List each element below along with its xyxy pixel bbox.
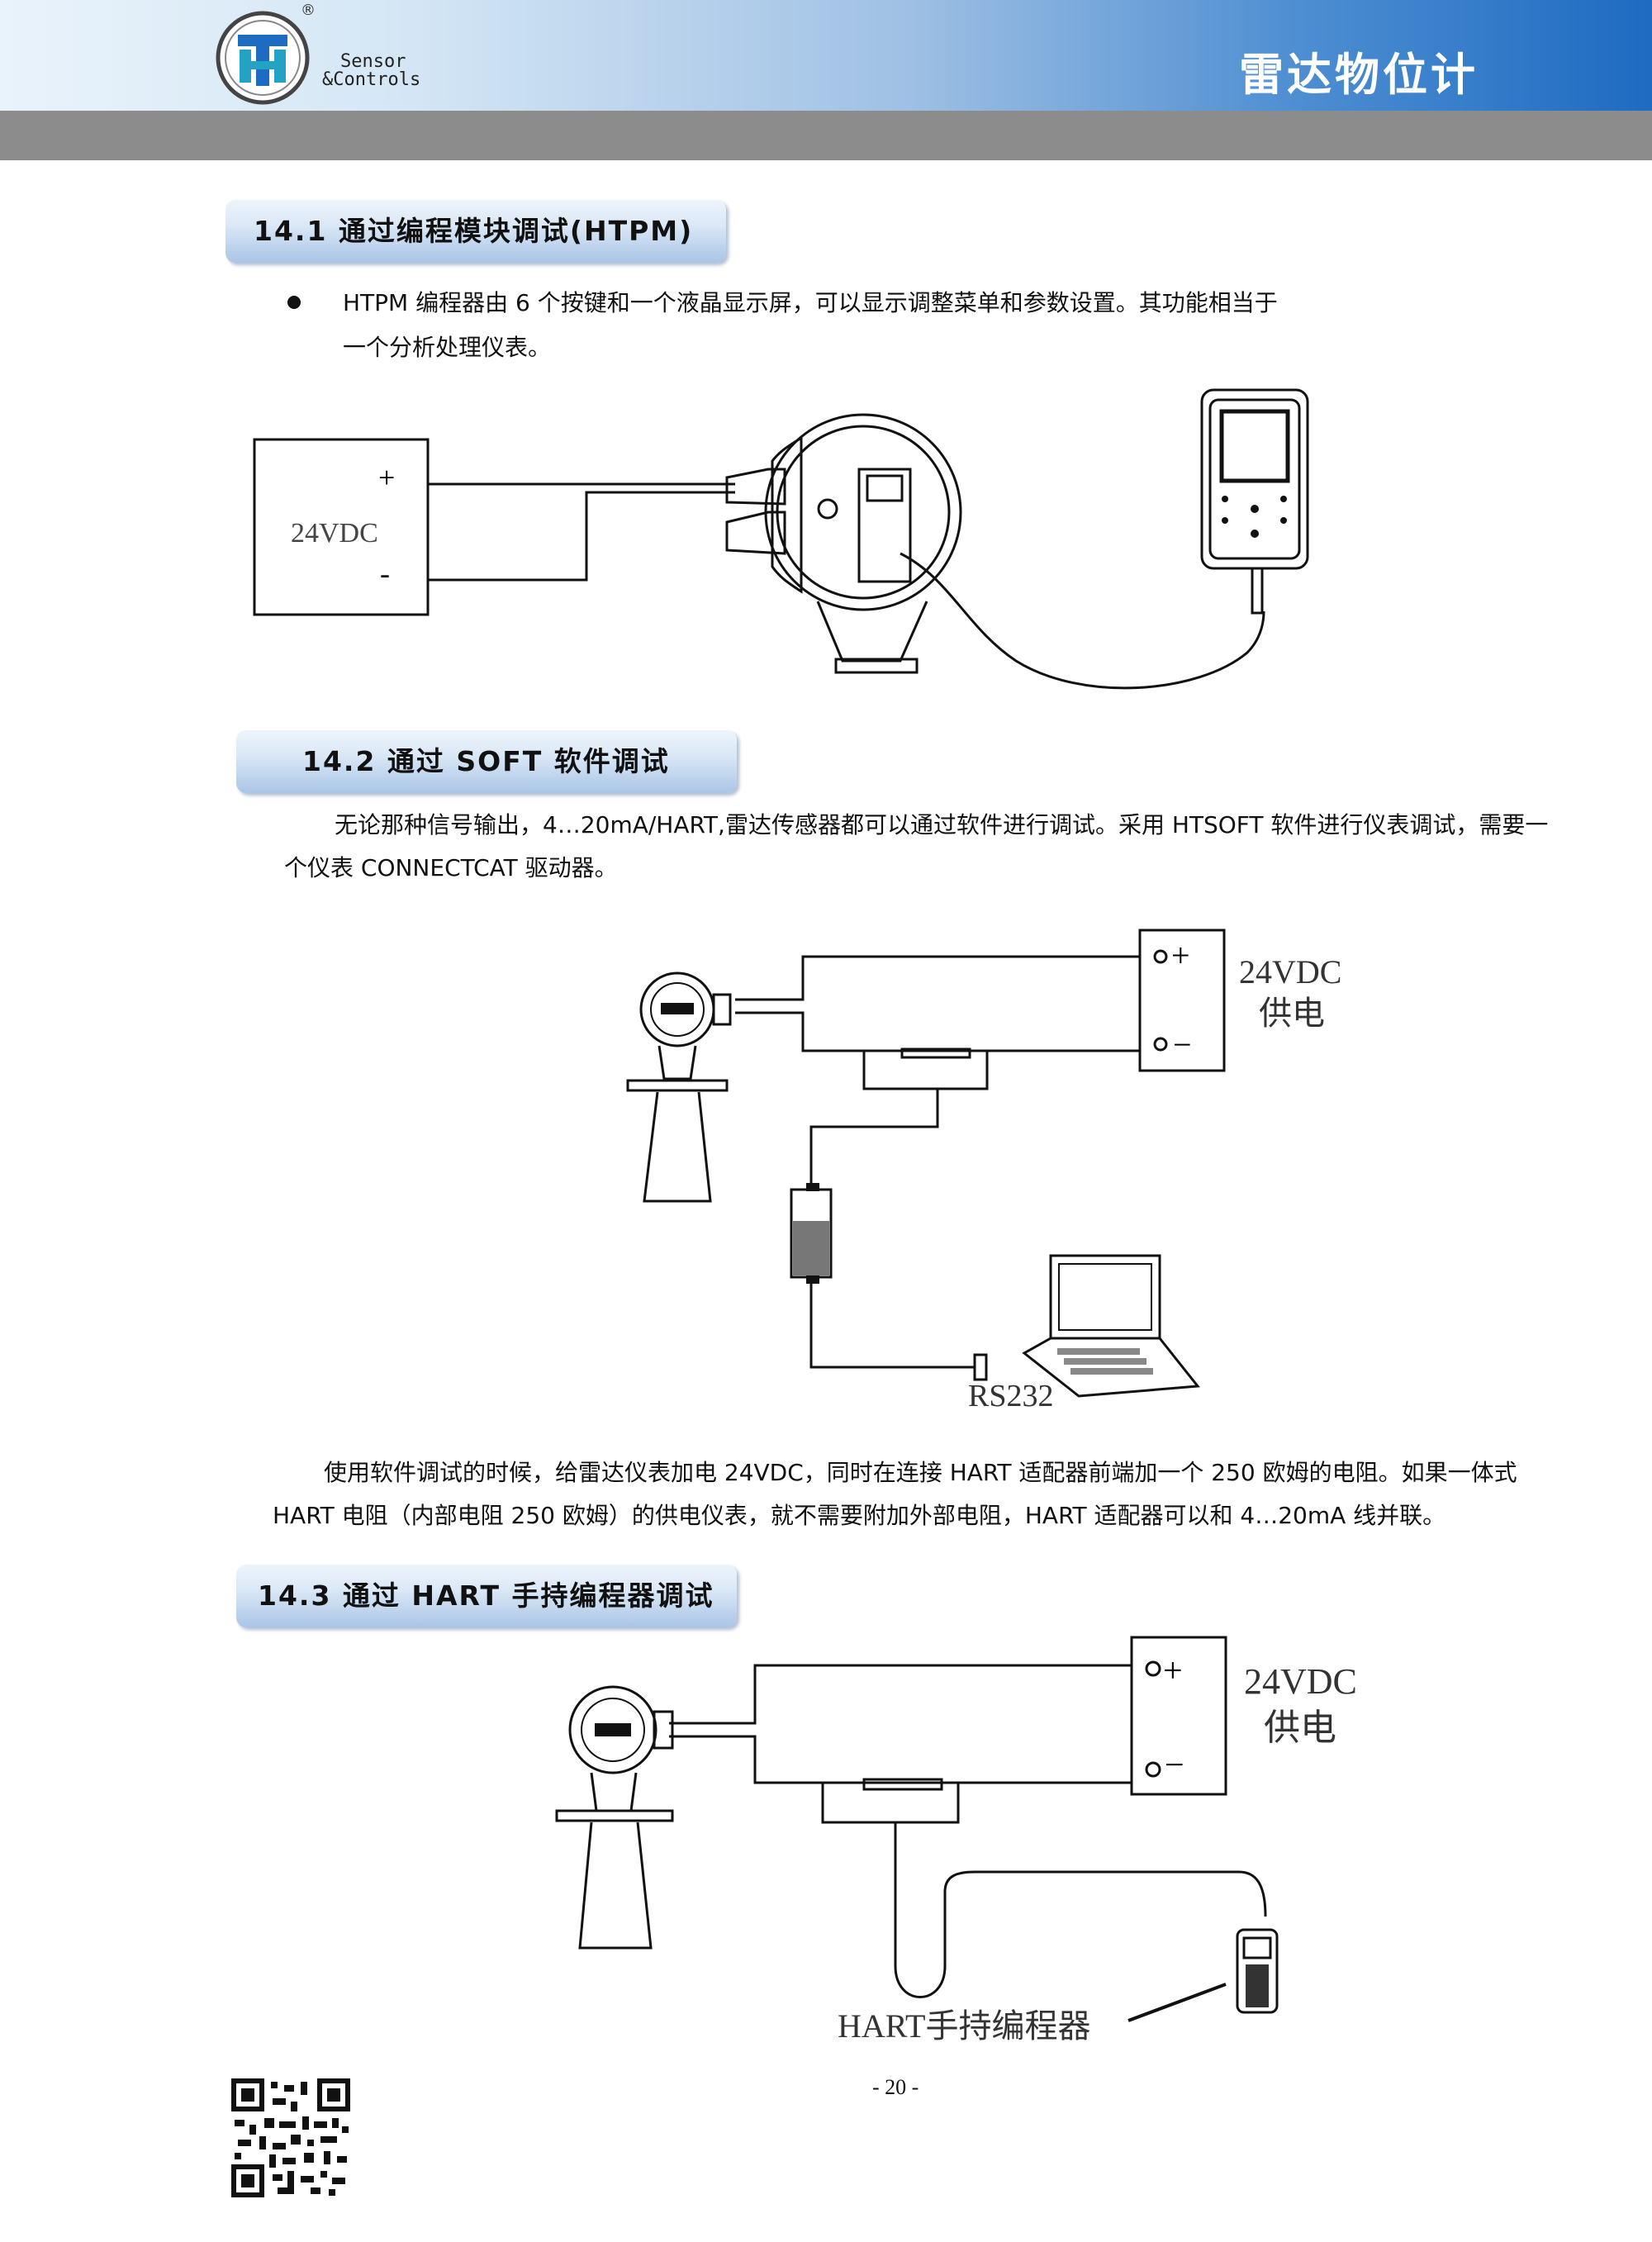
bullet-text-line-2: 一个分析处理仪表。 [343,334,552,361]
qr-code-icon [231,2078,350,2197]
section-heading-14-2: 14.2 通过 SOFT 软件调试 [236,730,737,793]
bullet-dot [287,296,301,309]
section-heading-14-1: 14.1 通过编程模块调试(HTPM) [225,200,726,263]
soft-wiring-diagram: + − 24VDC 供电 RS232 [626,929,1341,1413]
diagram3-minus-label: − [1165,1746,1184,1784]
diagram3-handheld-label: HART手持编程器 [838,2007,1090,2045]
power-supply-box [1130,1636,1227,1796]
diagram2-supply-sub-label: 供电 [1259,995,1325,1032]
logo-text-sensor: Sensor [340,51,406,72]
diagram1-plus-label: + [378,461,395,494]
diagram2-plus-label: + [1171,937,1190,974]
diagram3-supply-sub-label: 供电 [1264,1708,1336,1748]
htpm-wiring-diagram: + - 24VDC [253,388,1309,690]
soft-paragraph-line-2: 个仪表 CONNECTCAT 驱动器。 [284,854,618,881]
diagram1-minus-label: - [380,557,390,590]
diagram3-supply-label: 24VDC [1244,1661,1357,1702]
logo-text-controls: &Controls [322,69,421,90]
diagram3-plus-label: + [1163,1652,1183,1690]
power-supply-box [1138,929,1226,1072]
diagram2-rs232-label: RS232 [968,1379,1053,1413]
power-supply-box [253,438,430,616]
diagram2-supply-label: 24VDC [1239,953,1341,990]
registered-mark: ® [301,2,316,19]
section-heading-14-3: 14.3 通过 HART 手持编程器调试 [236,1565,737,1627]
diagram1-supply-label: 24VDC [291,518,378,549]
header-title: 雷达物位计 [1239,49,1479,101]
soft-paragraph-line-1: 无论那种信号输出，4…20mA/HART,雷达传感器都可以通过软件进行调试。采用… [335,811,1549,838]
page-number: - 20 - [872,2075,919,2099]
hart-handheld-diagram: + − 24VDC 供电 HART手持编程器 [555,1636,1357,2045]
soft-paragraph2-line-2: HART 电阻（内部电阻 250 欧姆）的供电仪表，就不需要附加外部电阻，HAR… [273,1502,1446,1529]
diagram2-minus-label: − [1173,1026,1192,1063]
header-gray-band [0,111,1652,160]
soft-paragraph2-line-1: 使用软件调试的时候，给雷达仪表加电 24VDC，同时在连接 HART 适配器前端… [324,1459,1517,1486]
bullet-text-line-1: HTPM 编程器由 6 个按键和一个液晶显示屏，可以显示调整菜单和参数设置。其功… [343,289,1278,316]
company-logo-icon [216,11,310,105]
